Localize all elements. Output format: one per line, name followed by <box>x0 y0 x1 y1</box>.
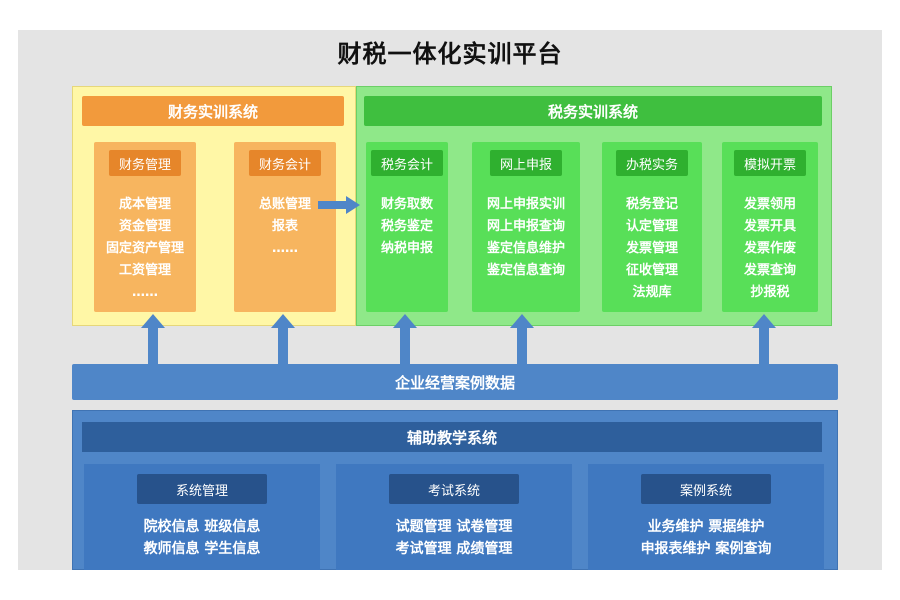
subsystem-items: 业务维护 票据维护 申报表维护 案例查询 <box>588 516 824 560</box>
subsystem-title: 考试系统 <box>389 474 519 504</box>
module-item: 鉴定信息维护 <box>486 241 565 256</box>
finance-system-header: 财务实训系统 <box>82 96 344 126</box>
module-item: 固定资产管理 <box>105 241 184 256</box>
module-item: 税务鉴定 <box>380 219 433 234</box>
module-item: 鉴定信息查询 <box>486 263 565 278</box>
module-card-financial-accounting: 财务会计 总账管理 报表 …… <box>234 142 336 312</box>
module-item: 资金管理 <box>118 219 171 234</box>
module-item: 发票查询 <box>743 263 796 278</box>
module-item: 财务取数 <box>380 197 433 212</box>
subsystem-items: 试题管理 试卷管理 考试管理 成绩管理 <box>336 516 572 560</box>
subsystem-system-management: 系统管理 院校信息 班级信息 教师信息 学生信息 <box>84 464 320 570</box>
flow-arrow-up-icon <box>752 314 776 364</box>
module-item: 报表 <box>271 219 298 234</box>
subsystem-title: 系统管理 <box>137 474 267 504</box>
module-items: 网上申报实训 网上申报查询 鉴定信息维护 鉴定信息查询 <box>472 194 580 282</box>
flow-arrow-up-icon <box>141 314 165 364</box>
module-card-tax-accounting: 税务会计 财务取数 税务鉴定 纳税申报 <box>366 142 448 312</box>
module-item: …… <box>272 241 298 256</box>
module-title: 办税实务 <box>615 150 689 176</box>
module-item: 工资管理 <box>118 263 171 278</box>
module-item: 总账管理 <box>258 197 311 212</box>
subsystem-line: 教师信息 学生信息 <box>143 541 261 557</box>
subsystem-exam: 考试系统 试题管理 试卷管理 考试管理 成绩管理 <box>336 464 572 570</box>
subsystem-line: 试题管理 试卷管理 <box>395 519 513 535</box>
module-title: 财务会计 <box>248 150 322 176</box>
module-title: 网上申报 <box>489 150 563 176</box>
flow-arrow-up-icon <box>393 314 417 364</box>
module-card-financial-management: 财务管理 成本管理 资金管理 固定资产管理 工资管理 …… <box>94 142 196 312</box>
module-card-tax-practice: 办税实务 税务登记 认定管理 发票管理 征收管理 法规库 <box>602 142 702 312</box>
module-item: 发票领用 <box>743 197 796 212</box>
subsystem-line: 考试管理 成绩管理 <box>395 541 513 557</box>
flow-arrow-up-icon <box>510 314 534 364</box>
module-title: 税务会计 <box>370 150 444 176</box>
subsystem-line: 业务维护 票据维护 <box>647 519 765 535</box>
module-item: 认定管理 <box>625 219 678 234</box>
subsystem-line: 院校信息 班级信息 <box>143 519 261 535</box>
module-card-invoice-simulation: 模拟开票 发票领用 发票开具 发票作废 发票查询 抄报税 <box>722 142 818 312</box>
page-title: 财税一体化实训平台 <box>337 40 563 68</box>
module-item: 网上申报查询 <box>486 219 565 234</box>
subsystem-line: 申报表维护 案例查询 <box>640 541 772 557</box>
module-item: 成本管理 <box>118 197 171 212</box>
module-item: 纳税申报 <box>380 241 433 256</box>
module-items: 发票领用 发票开具 发票作废 发票查询 抄报税 <box>722 194 818 304</box>
module-item: 抄报税 <box>750 285 790 300</box>
module-items: 成本管理 资金管理 固定资产管理 工资管理 …… <box>94 194 196 304</box>
subsystem-items: 院校信息 班级信息 教师信息 学生信息 <box>84 516 320 560</box>
module-item: 征收管理 <box>625 263 678 278</box>
flow-arrow-up-icon <box>271 314 295 364</box>
module-item: 网上申报实训 <box>486 197 565 212</box>
subsystem-case: 案例系统 业务维护 票据维护 申报表维护 案例查询 <box>588 464 824 570</box>
module-item: 发票作废 <box>743 241 796 256</box>
module-item: 税务登记 <box>625 197 678 212</box>
subsystem-title: 案例系统 <box>641 474 771 504</box>
module-title: 财务管理 <box>108 150 182 176</box>
aux-teaching-header: 辅助教学系统 <box>82 422 822 452</box>
flow-arrow-right-icon <box>318 196 360 214</box>
module-card-online-filing: 网上申报 网上申报实训 网上申报查询 鉴定信息维护 鉴定信息查询 <box>472 142 580 312</box>
module-title: 模拟开票 <box>733 150 807 176</box>
module-item: 发票开具 <box>743 219 796 234</box>
module-item: …… <box>132 285 158 300</box>
module-item: 法规库 <box>632 285 672 300</box>
tax-system-header: 税务实训系统 <box>364 96 822 126</box>
enterprise-case-data-bar: 企业经营案例数据 <box>72 364 838 400</box>
module-items: 总账管理 报表 …… <box>234 194 336 260</box>
module-item: 发票管理 <box>625 241 678 256</box>
module-items: 税务登记 认定管理 发票管理 征收管理 法规库 <box>602 194 702 304</box>
module-items: 财务取数 税务鉴定 纳税申报 <box>366 194 448 260</box>
